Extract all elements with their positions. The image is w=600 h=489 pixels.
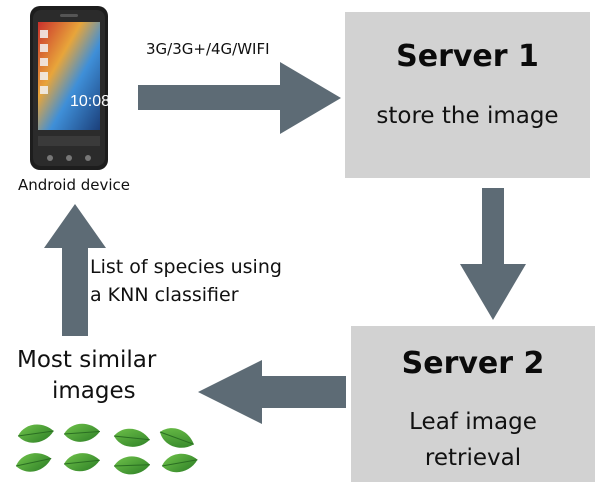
- leaf-icon: [159, 450, 200, 476]
- arrow-up: [44, 204, 106, 336]
- results-label-line2: images: [52, 378, 136, 404]
- leaf-thumbnails: [13, 421, 200, 476]
- classifier-label-line2: a KNN classifier: [90, 284, 239, 306]
- arrow-right: [138, 62, 341, 134]
- leaf-icon: [156, 423, 198, 454]
- classifier-label-line1: List of species using: [90, 256, 282, 278]
- leaf-icon: [62, 422, 102, 444]
- connection-label: 3G/3G+/4G/WIFI: [146, 40, 270, 58]
- server-2-title: Server 2: [401, 346, 545, 381]
- phone-clock: 10:08: [70, 93, 110, 110]
- server-1-box: Server 1 store the image: [345, 12, 590, 178]
- server-2-box: Server 2 Leaf image retrieval: [351, 326, 595, 482]
- arrow-left: [198, 360, 346, 424]
- leaf-icon: [16, 421, 56, 446]
- server-1-description: store the image: [376, 103, 559, 129]
- arrow-down: [460, 188, 526, 320]
- leaf-icon: [62, 450, 102, 474]
- leaf-icon: [13, 449, 54, 476]
- server-2-description-line2: retrieval: [424, 445, 522, 471]
- server-1-title: Server 1: [396, 39, 539, 74]
- leaf-icon: [112, 426, 152, 450]
- server-2-description-line1: Leaf image: [409, 409, 537, 435]
- phone-icon: 10:08: [30, 6, 110, 170]
- results-label-line1: Most similar: [17, 347, 157, 373]
- leaf-icon: [113, 455, 151, 476]
- device-label: Android device: [18, 176, 131, 194]
